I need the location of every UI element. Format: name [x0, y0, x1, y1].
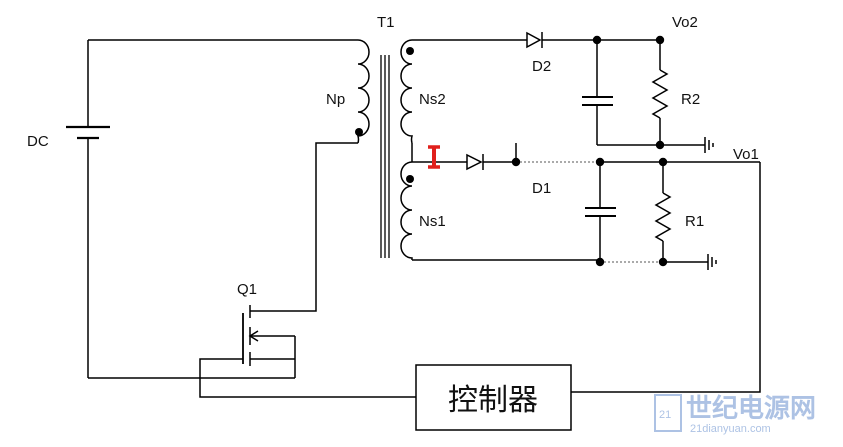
highlight-marker	[428, 145, 440, 169]
diode-d1	[466, 153, 484, 171]
label-t1: T1	[377, 14, 395, 31]
wire-feedback	[571, 162, 761, 393]
node	[658, 257, 668, 267]
capacitor-c1	[585, 162, 616, 262]
label-q1: Q1	[237, 281, 257, 298]
label-dc: DC	[27, 133, 49, 150]
watermark-badge-icon	[654, 394, 682, 432]
label-np: Np	[326, 91, 345, 108]
label-vo2: Vo2	[672, 14, 698, 31]
transformer-core	[380, 55, 390, 258]
label-r2: R2	[681, 91, 700, 108]
controller-box	[415, 364, 572, 431]
ground-icon	[707, 254, 717, 270]
label-vo1: Vo1	[733, 146, 759, 163]
primary-dot	[355, 128, 363, 136]
primary-winding	[355, 39, 370, 144]
secondary-winding-ns2	[400, 39, 414, 144]
wire-primary-to-drain	[250, 142, 358, 312]
resistor-r1	[654, 162, 672, 262]
watermark-text: 世纪电源网	[686, 393, 816, 424]
label-d2: D2	[532, 58, 551, 75]
label-controller: 控制器	[448, 383, 538, 418]
ground-icon	[704, 137, 714, 153]
label-ns2: Ns2	[419, 91, 446, 108]
watermark-logo: 21 世纪电源网 21dianyuan.com	[654, 393, 816, 435]
capacitor-c2	[582, 40, 613, 145]
ns2-dot	[406, 47, 414, 55]
label-ns1: Ns1	[419, 213, 446, 230]
wire-gate-drive	[199, 358, 416, 398]
dc-source	[66, 40, 110, 378]
label-d1: D1	[532, 180, 551, 197]
resistor-r2	[651, 40, 669, 145]
node	[595, 257, 605, 267]
watermark-badge: 21	[659, 409, 671, 421]
mosfet-q1	[242, 305, 296, 378]
diode-d2	[526, 31, 543, 49]
node	[655, 140, 665, 150]
label-r1: R1	[685, 213, 704, 230]
ns1-dot	[406, 175, 414, 183]
watermark-url: 21dianyuan.com	[690, 423, 771, 435]
secondary-winding-ns1	[400, 161, 414, 261]
